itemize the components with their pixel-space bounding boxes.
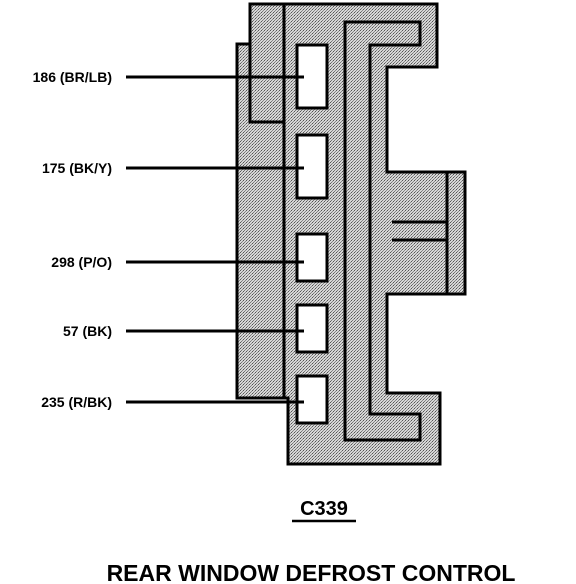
pin-cavity: [295, 374, 329, 425]
diagram-caption: REAR WINDOW DEFROST CONTROL: [107, 560, 516, 584]
latch-channel: [343, 20, 422, 442]
pin-label: 235 (R/BK): [41, 394, 112, 410]
connector-shoulder: [248, 44, 284, 124]
pin-cavity: [295, 303, 329, 354]
pin-cavity: [295, 232, 329, 283]
connector-id: C339: [300, 498, 348, 520]
pin-label: 175 (BK/Y): [42, 160, 112, 176]
pin-label: 186 (BR/LB): [33, 69, 112, 85]
pin-label: 57 (BK): [63, 323, 112, 339]
connector-body: [235, 2, 467, 466]
pin-label: 298 (P/O): [51, 254, 112, 270]
